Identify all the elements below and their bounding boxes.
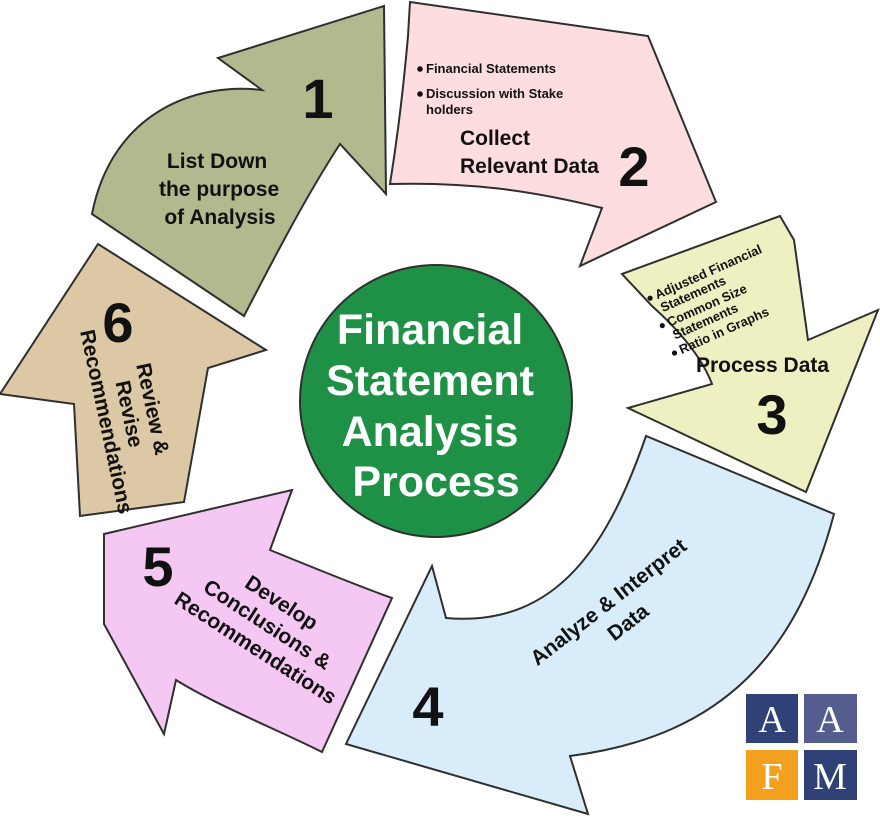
center-title: Financial Statement Analysis Process <box>326 306 546 506</box>
center-title-line: Analysis <box>342 408 519 456</box>
center-circle <box>299 264 573 538</box>
step-2-bullet: Discussion with Stake holders <box>426 86 567 117</box>
step-1-title-line: the purpose <box>159 178 279 201</box>
logo-letter: A <box>816 699 844 741</box>
step-2-number: 2 <box>618 135 649 198</box>
center-title-line: Statement <box>326 357 534 405</box>
step-5-shape <box>103 488 394 754</box>
step-1-title: List Down the purpose of Analysis <box>159 150 285 229</box>
logo-letter: F <box>761 756 782 798</box>
step-4-shape <box>344 434 836 816</box>
bullet-dot <box>659 323 665 329</box>
logo-letter: M <box>813 756 847 798</box>
step-2-shape <box>388 0 718 268</box>
bullet-dot <box>417 91 423 97</box>
center-title-line: Financial <box>337 306 523 354</box>
step-4-arrow: Analyze & Interpret Data 4 <box>344 434 836 816</box>
bullet-dot <box>417 66 423 72</box>
step-2-bullet-line: Discussion with Stake <box>426 86 563 101</box>
logo-tile-a2 <box>804 694 857 743</box>
logo-tile-m <box>804 750 857 800</box>
logo-letter: A <box>758 699 786 741</box>
step-6-shape <box>0 242 269 518</box>
step-3-arrow: Adjusted Financial Statements Common Siz… <box>620 214 880 494</box>
step-2-bullet-line: holders <box>426 102 473 117</box>
step-2-bullet: Financial Statements <box>426 61 556 76</box>
center-node: Financial Statement Analysis Process <box>299 264 573 538</box>
step-5-number: 5 <box>142 535 173 598</box>
step-6-arrow: 6 Review & Revise Recommendations <box>0 242 269 518</box>
step-1-shape <box>90 4 388 318</box>
step-1-arrow: 1 List Down the purpose of Analysis <box>90 4 388 318</box>
step-3-title: Process Data <box>696 354 829 377</box>
logo-tile-a1 <box>746 694 798 743</box>
step-2-title: Collect Relevant Data <box>460 127 599 178</box>
step-6-number: 6 <box>102 291 133 354</box>
step-2-title-line: Relevant Data <box>460 155 599 178</box>
step-1-title-line: of Analysis <box>164 206 275 229</box>
center-title-line: Process <box>352 458 519 506</box>
step-3-shape <box>620 214 880 494</box>
step-4-number: 4 <box>412 675 443 738</box>
step-5-arrow: 5 Develop Conclusions & Recommendations <box>103 488 394 754</box>
bullet-dot <box>647 295 653 301</box>
step-2-title-line: Collect <box>460 127 530 150</box>
bullet-dot <box>671 350 678 356</box>
step-1-title-line: List Down <box>167 150 267 173</box>
step-1-number: 1 <box>302 67 333 130</box>
step-3-number: 3 <box>756 383 787 446</box>
logo-tile-f <box>746 750 798 800</box>
step-2-bullets: Financial Statements Discussion with Sta… <box>417 61 567 117</box>
aafm-logo: A A F M <box>746 694 857 800</box>
step-2-arrow: Financial Statements Discussion with Sta… <box>388 0 718 268</box>
